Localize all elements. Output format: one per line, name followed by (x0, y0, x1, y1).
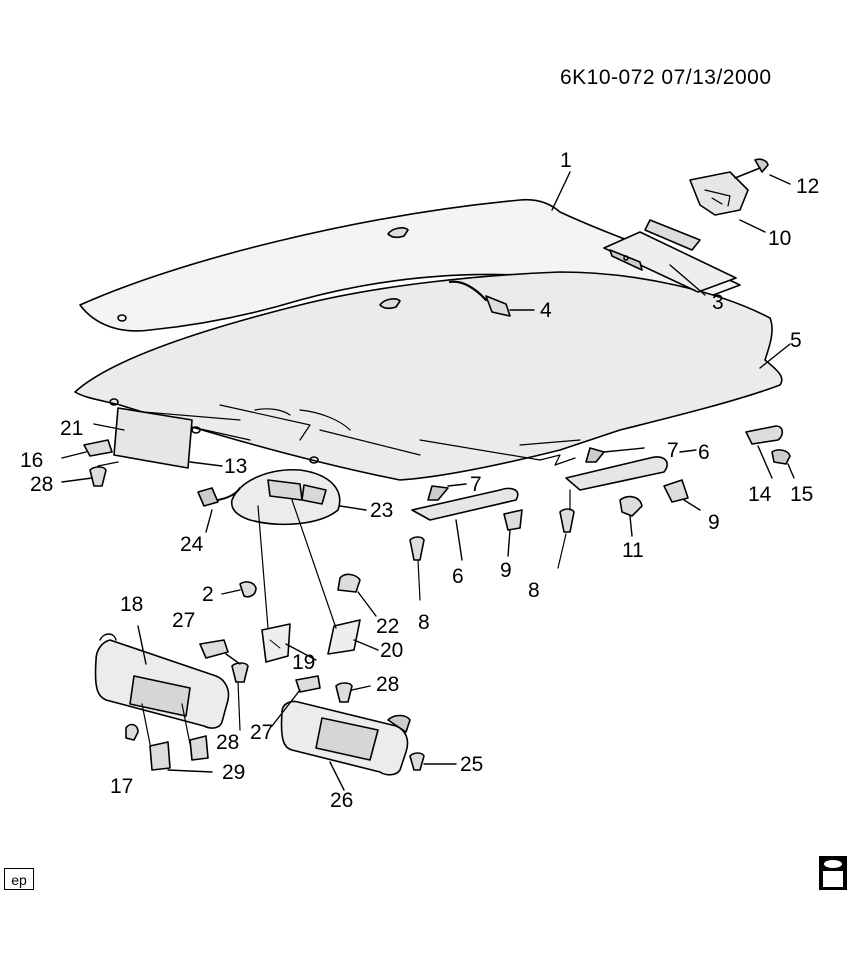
callout-13: 13 (224, 455, 248, 478)
assist-grip-center (409, 483, 523, 601)
coat-hook-assembly (745, 425, 795, 479)
headliner-upper-panel (79, 198, 741, 332)
callout-3: 3 (712, 291, 724, 314)
callout-22: 22 (376, 615, 400, 638)
left-clip-screw (61, 439, 113, 487)
callout-7: 7 (470, 473, 482, 496)
callout-8: 8 (528, 579, 540, 602)
callout-10: 10 (768, 227, 792, 250)
callout-6: 6 (452, 565, 464, 588)
wire-harness-connector (448, 280, 535, 317)
callout-5: 5 (790, 329, 802, 352)
callout-16: 16 (20, 449, 44, 472)
sunshade-left-bracket (199, 639, 249, 731)
sunshade-left (94, 625, 230, 773)
callout-7: 7 (667, 439, 679, 462)
drawing-reference: 6K10-072 07/13/2000 (560, 66, 772, 89)
callout-8: 8 (418, 611, 430, 634)
rear-bracket-assembly (603, 158, 791, 296)
callout-18: 18 (120, 593, 144, 616)
callout-25: 25 (460, 753, 484, 776)
callout-2: 2 (202, 583, 214, 606)
front-pocket-panel (93, 407, 223, 469)
callout-23: 23 (370, 499, 394, 522)
callout-15: 15 (790, 483, 814, 506)
callout-27: 27 (250, 721, 274, 744)
dome-lamp-connector (197, 487, 241, 533)
callout-24: 24 (180, 533, 204, 556)
headliner-main (74, 271, 783, 481)
callout-12: 12 (796, 175, 820, 198)
assist-grip-right (557, 447, 701, 569)
sunshade-right-bracket (271, 675, 371, 727)
callout-28: 28 (376, 673, 400, 696)
leader-lines (97, 171, 791, 467)
callout-29: 29 (222, 761, 246, 784)
sunshade-right (280, 700, 457, 791)
callout-19: 19 (292, 651, 316, 674)
callout-21: 21 (60, 417, 84, 440)
callout-4: 4 (540, 299, 552, 322)
callout-27: 27 (172, 609, 196, 632)
callout-20: 20 (380, 639, 404, 662)
lamp-lenses (257, 499, 379, 663)
callout-1: 1 (560, 149, 572, 172)
dome-lamp-housing (230, 469, 367, 526)
callout-14: 14 (748, 483, 772, 506)
callout-11: 11 (622, 539, 644, 562)
callout-9: 9 (500, 559, 512, 582)
callout-6: 6 (698, 441, 710, 464)
callout-9: 9 (708, 511, 720, 534)
callout-17: 17 (110, 775, 134, 798)
gm-spo-logo (818, 855, 848, 891)
callout-26: 26 (330, 789, 354, 812)
callout-28: 28 (30, 473, 54, 496)
ep-badge: ep (4, 868, 34, 890)
retainer-clip (221, 581, 257, 598)
callout-28: 28 (216, 731, 240, 754)
